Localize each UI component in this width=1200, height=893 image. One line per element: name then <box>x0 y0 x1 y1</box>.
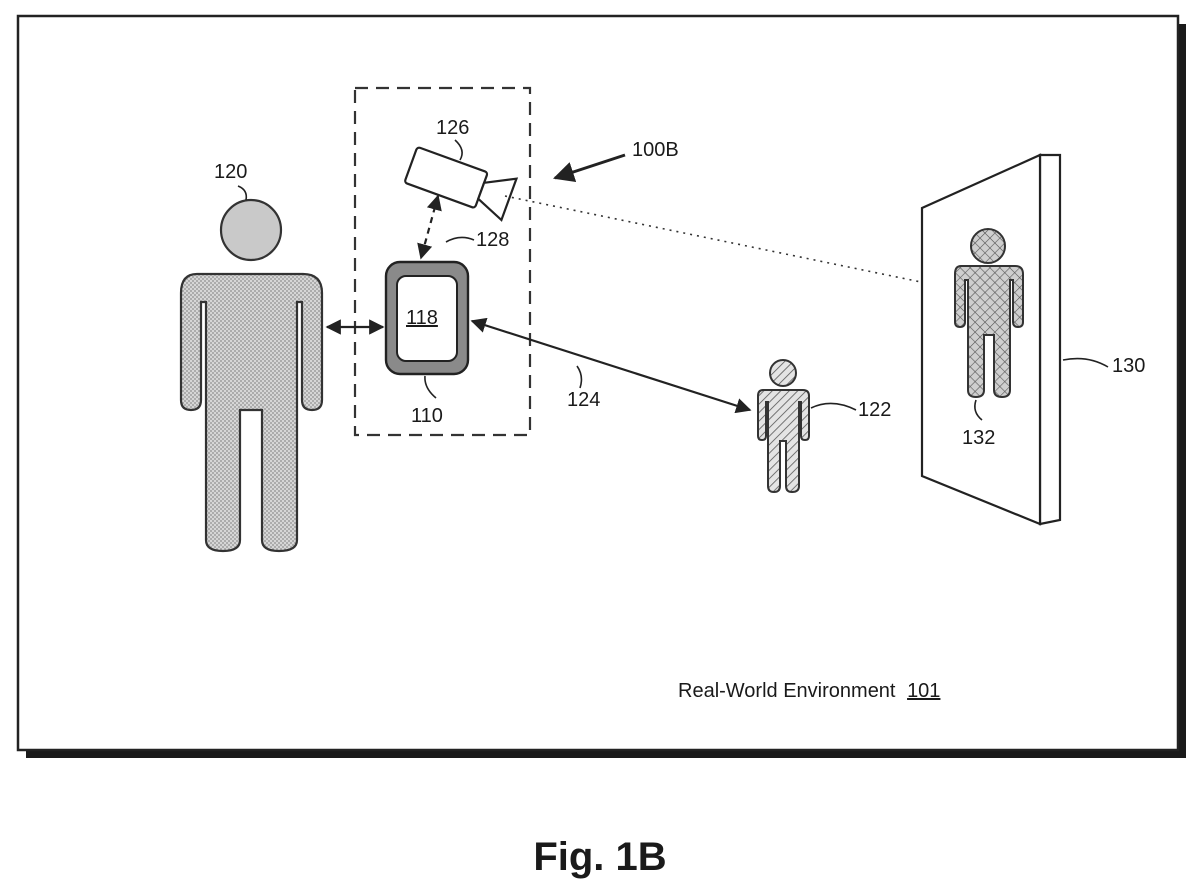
label-link-camera-device: 128 <box>476 229 509 251</box>
leader-camera <box>454 139 463 161</box>
system-boundary <box>353 86 532 437</box>
leader-person <box>810 402 857 411</box>
link-device-person <box>470 317 752 414</box>
label-mirror: 130 <box>1112 355 1145 377</box>
label-device-screen: 118 <box>406 307 438 329</box>
label-figure-ref: 100B <box>632 139 679 161</box>
person-figure <box>757 359 810 494</box>
user-figure <box>179 198 324 553</box>
leader-user <box>237 185 248 201</box>
label-user: 120 <box>214 161 247 183</box>
reflection-figure <box>954 228 1024 399</box>
camera-icon <box>404 146 519 222</box>
leader-link-device-person <box>576 365 583 389</box>
label-reflection: 132 <box>962 427 995 449</box>
leader-reflection <box>974 399 983 421</box>
mirror <box>920 153 1062 526</box>
camera-view-line <box>504 195 952 292</box>
label-device: 110 <box>411 405 443 427</box>
figure-ref-pointer <box>553 153 626 183</box>
label-person: 122 <box>858 399 891 421</box>
environment-ref: 101 <box>907 680 940 702</box>
environment-caption: Real-World Environment 101 <box>678 680 940 702</box>
label-camera: 126 <box>436 117 469 139</box>
environment-label: Real-World Environment <box>678 680 896 702</box>
label-link-device-person: 124 <box>567 389 600 411</box>
leader-device <box>424 375 437 399</box>
leader-mirror <box>1062 357 1109 368</box>
leader-link-camera-device <box>445 236 475 243</box>
figure-caption: Fig. 1B <box>533 835 666 879</box>
device <box>384 260 470 376</box>
